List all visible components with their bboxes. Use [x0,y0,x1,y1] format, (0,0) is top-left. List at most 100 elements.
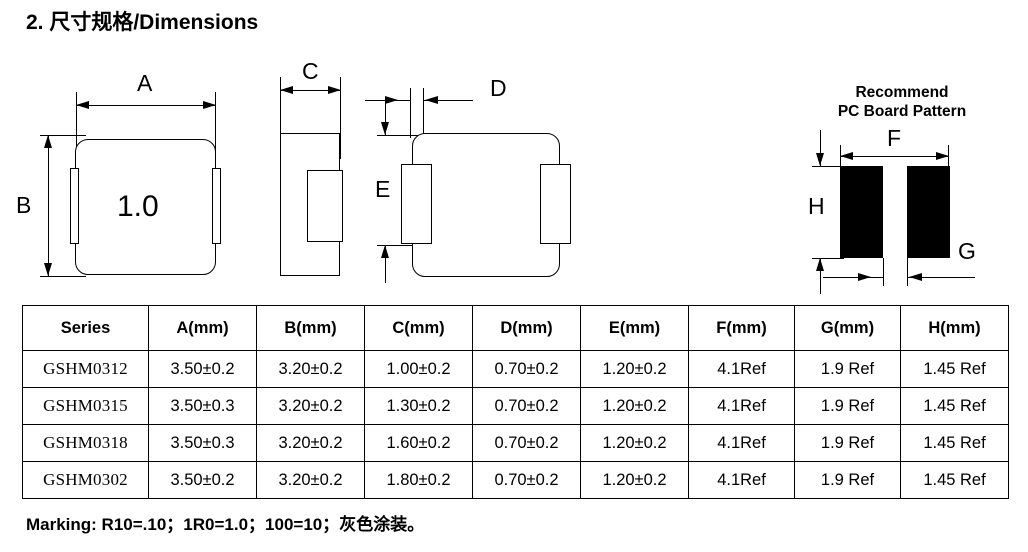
dim-e-label: E [375,176,391,202]
table-header-row: Series A(mm) B(mm) C(mm) D(mm) E(mm) F(m… [22,305,1009,351]
col-header-f: F(mm) [688,305,795,351]
cell-a: 3.50±0.2 [148,461,257,499]
dim-b-ext-top [40,135,86,136]
cell-d: 0.70±0.2 [472,350,581,388]
col-header-d: D(mm) [472,305,581,351]
dim-d-arrow-left [385,95,398,104]
cell-h: 1.45 Ref [900,461,1009,499]
table-row: GSHM0302 3.50±0.2 3.20±0.2 1.80±0.2 0.70… [22,461,1009,499]
dim-e-ext-bottom [377,245,419,246]
terminal-tab-left [70,168,79,244]
dim-g-ext-left [883,258,884,286]
drawings-region: A B 1.0 C [0,55,1028,300]
dim-f-arrow-right [936,151,949,160]
cell-g: 1.9 Ref [794,424,901,462]
dim-a-arrow-left [76,100,89,109]
cell-f: 4.1Ref [688,387,795,425]
dim-a-label: A [137,70,153,96]
dim-c-ext-right [340,77,341,159]
dim-g-arrow-left [858,272,871,281]
cell-d: 0.70±0.2 [472,387,581,425]
cell-c: 1.00±0.2 [364,350,473,388]
dim-h-line-bottom [820,258,821,294]
cell-g: 1.9 Ref [794,387,901,425]
pcb-pattern-caption: Recommend PC Board Pattern [802,83,1002,122]
col-header-c: C(mm) [364,305,473,351]
col-header-b: B(mm) [256,305,365,351]
cell-d: 0.70±0.2 [472,461,581,499]
cell-c: 1.60±0.2 [364,424,473,462]
table-row: GSHM0312 3.50±0.2 3.20±0.2 1.00±0.2 0.70… [22,350,1009,388]
dim-e-ext-top [377,135,419,136]
cell-c: 1.80±0.2 [364,461,473,499]
cell-e: 1.20±0.2 [580,424,689,462]
cell-series: GSHM0315 [22,387,149,425]
cell-series: GSHM0318 [22,424,149,462]
cell-b: 3.20±0.2 [256,387,365,425]
dim-h-ext-bottom [812,258,844,259]
terminal-band-side [307,170,343,242]
dim-b-label: B [16,192,32,218]
dim-e-line-bottom [385,245,386,283]
dim-g-line-right [907,277,975,278]
dim-g-label: G [958,238,976,264]
cell-h: 1.45 Ref [900,387,1009,425]
dim-g-line-left [823,277,884,278]
dim-f-arrow-left [840,151,853,160]
col-header-a: A(mm) [148,305,257,351]
pcb-pad-right [907,166,950,258]
dim-d-label: D [490,75,507,101]
part-marking-value: 1.0 [117,190,159,223]
terminal-pad-right [540,164,571,244]
cell-d: 0.70±0.2 [472,424,581,462]
dimensions-table: Series A(mm) B(mm) C(mm) D(mm) E(mm) F(m… [22,305,1009,499]
cell-series: GSHM0302 [22,461,149,499]
dim-h-label: H [808,193,825,219]
col-header-series: Series [22,305,149,351]
pcb-pattern-drawing: Recommend PC Board Pattern F H [790,55,1028,300]
dim-c-label: C [302,58,319,84]
dim-e-arrow-bottom [380,245,389,258]
dim-c-arrow-right [328,85,341,94]
cell-c: 1.30±0.2 [364,387,473,425]
dim-b-arrow-top [43,135,52,148]
dim-d-ext-right [423,88,424,138]
dim-a-line [76,105,216,106]
cell-series: GSHM0312 [22,350,149,388]
dim-h-ext-top [812,166,844,167]
dim-e-arrow-top [380,122,389,135]
cell-h: 1.45 Ref [900,424,1009,462]
dim-g-ext-right [907,258,908,286]
col-header-e: E(mm) [580,305,689,351]
dim-c-line [280,90,341,91]
cell-a: 3.50±0.2 [148,350,257,388]
col-header-g: G(mm) [794,305,901,351]
dim-e-line-top [385,101,386,135]
table-row: GSHM0315 3.50±0.3 3.20±0.2 1.30±0.2 0.70… [22,387,1009,425]
cell-b: 3.20±0.2 [256,461,365,499]
cell-e: 1.20±0.2 [580,387,689,425]
dim-h-arrow-bottom [815,258,824,271]
top-view-drawing: A B 1.0 [0,55,260,300]
dim-f-line [840,156,949,157]
marking-note: Marking: R10=.10；1R0=1.0；100=10；灰色涂装。 [26,515,425,534]
cell-g: 1.9 Ref [794,350,901,388]
cell-a: 3.50±0.3 [148,387,257,425]
component-body-bottom [412,133,560,277]
page-title: 2. 尺寸规格/Dimensions [26,11,259,34]
terminal-tab-right [212,168,221,244]
dim-c-ext-left [280,77,281,137]
pcb-caption-line1: Recommend [855,84,949,101]
dim-b-line [48,135,49,276]
dim-d-arrow-right [425,95,438,104]
dim-d-line-right [423,100,473,101]
cell-h: 1.45 Ref [900,350,1009,388]
cell-e: 1.20±0.2 [580,350,689,388]
cell-b: 3.20±0.2 [256,350,365,388]
dim-a-arrow-right [203,100,216,109]
cell-b: 3.20±0.2 [256,424,365,462]
dim-h-line-top [820,130,821,166]
terminal-pad-left [401,164,432,244]
pcb-caption-line2: PC Board Pattern [837,103,967,121]
